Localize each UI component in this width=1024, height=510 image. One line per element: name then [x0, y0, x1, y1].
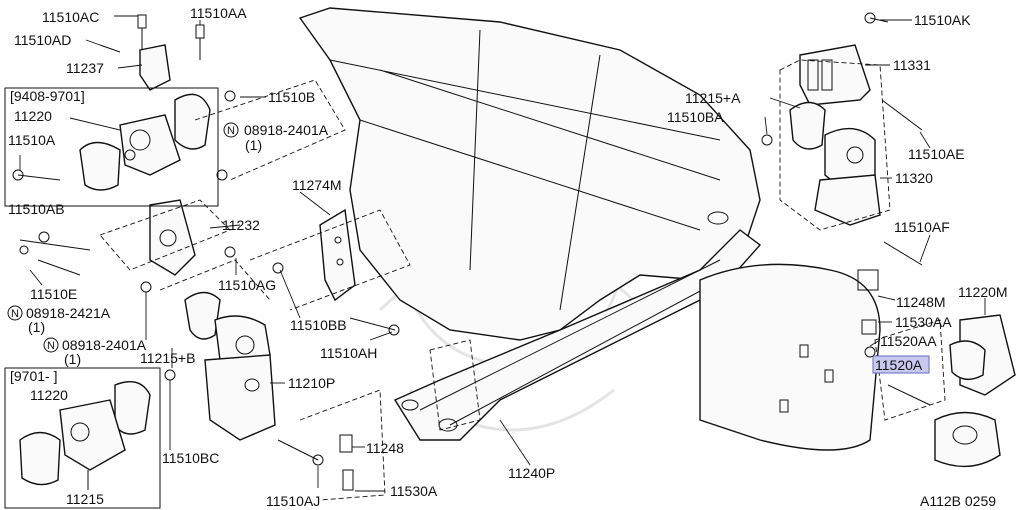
label-11215-box: 11215	[66, 491, 104, 507]
label-11248M: 11248M	[896, 294, 946, 310]
label-11248: 11248	[366, 440, 404, 456]
label-11215A: 11215+A	[685, 90, 741, 106]
label-11510BB: 11510BB	[290, 317, 347, 333]
label-11510AK: 11510AK	[914, 12, 971, 28]
label-11510E: 11510E	[30, 286, 77, 302]
label-11240P: 11240P	[508, 465, 555, 481]
label-11220-top: 11220	[14, 108, 52, 124]
label-11237: 11237	[66, 60, 104, 76]
label-11510AC: 11510AC	[42, 9, 99, 25]
label-11510AE: 11510AE	[908, 146, 965, 162]
label-11510B: 11510B	[268, 89, 315, 105]
label-11320: 11320	[895, 170, 933, 186]
inset-box-9701	[4, 367, 161, 509]
transmission-housing	[699, 263, 881, 451]
label-qty-top: (1)	[245, 137, 262, 153]
label-11331: 11331	[893, 57, 931, 73]
label-qty-mid: (1)	[28, 319, 45, 335]
label-11510AH: 11510AH	[320, 345, 377, 361]
label-reference-code: A112B 0259	[920, 493, 996, 509]
label-qty-lower: (1)	[64, 351, 81, 367]
n-mark-icon	[7, 305, 23, 321]
label-11510BC: 11510BC	[162, 450, 219, 466]
n-mark-icon	[43, 337, 59, 353]
label-08918-2421A: 08918-2421A	[26, 305, 111, 321]
mount-11220M	[934, 314, 1016, 468]
mount-11331	[799, 44, 871, 106]
label-11520AA: 11520AA	[880, 333, 937, 349]
mount-11210P	[184, 291, 276, 441]
label-11530AA: 11530AA	[895, 314, 952, 330]
highlight-11520A	[872, 355, 930, 374]
n-mark-label: N	[227, 125, 235, 137]
label-08918-2401A-top: 08918-2401A	[244, 122, 329, 138]
dashed-guides	[99, 59, 946, 501]
n-mark-icons	[7, 122, 239, 353]
part-labels: 11510AC 11510AA 11510AD 11237 11510B [94…	[8, 5, 1008, 509]
leader-lines	[19, 15, 986, 492]
inset-box-9408-9701	[4, 87, 219, 207]
label-11510AG: 11510AG	[218, 277, 276, 293]
label-11510AF: 11510AF	[894, 219, 950, 235]
label-11210P: 11210P	[288, 375, 335, 391]
label-11232: 11232	[222, 217, 260, 233]
bracket-11274M	[319, 208, 356, 302]
inset-mount-lower	[19, 381, 151, 490]
label-11510AJ: 11510AJ	[266, 493, 320, 509]
mount-assembly-top-left	[79, 44, 211, 276]
label-11274M: 11274M	[292, 177, 342, 193]
label-11520A: 11520A	[875, 357, 923, 373]
label-11215B: 11215+B	[140, 350, 195, 366]
n-mark-label: N	[47, 340, 55, 352]
engine-block-outline	[298, 7, 761, 341]
label-11510AA: 11510AA	[190, 5, 247, 21]
label-11510BA: 11510BA	[667, 109, 724, 125]
label-11510A: 11510A	[8, 132, 56, 148]
label-date-9701: [9701- ]	[10, 368, 57, 384]
n-mark-label: N	[11, 308, 19, 320]
mount-11320	[789, 101, 881, 226]
label-11530A: 11530A	[390, 483, 438, 499]
label-11510AD: 11510AD	[14, 32, 71, 48]
n-mark-icon	[223, 122, 239, 138]
label-08918-2401A-lower: 08918-2401A	[62, 337, 147, 353]
label-11510AB: 11510AB	[8, 201, 65, 217]
label-11220-box: 11220	[30, 387, 68, 403]
label-11220M: 11220M	[958, 284, 1008, 300]
label-date-9408-9701: [9408-9701]	[10, 88, 85, 104]
